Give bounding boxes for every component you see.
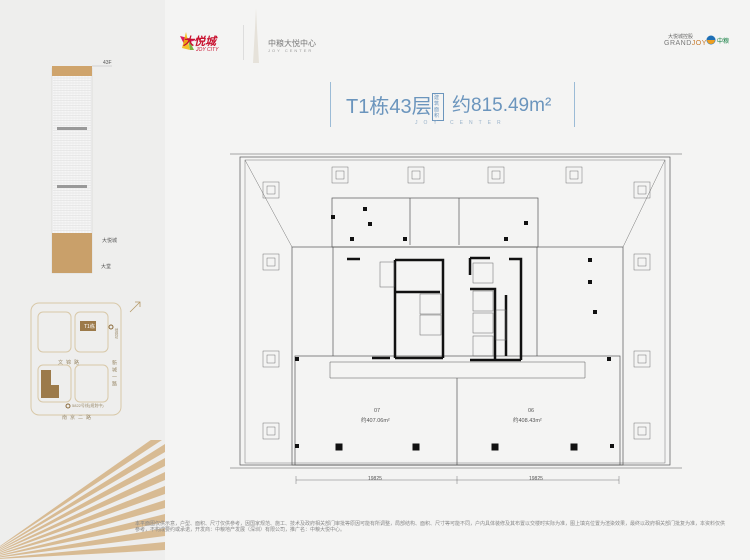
- fan-ray: [0, 486, 165, 553]
- column-enclosure: [633, 350, 651, 368]
- joy-city-logo-sub: JOY CITY: [196, 47, 219, 53]
- tower-current-floor-highlight: [52, 66, 92, 76]
- structural-column: [524, 221, 528, 225]
- site-metro-right: 地铁站: [115, 328, 119, 339]
- floor-total-area: 约815.49m²: [452, 95, 552, 116]
- joy-center-logo-sub: JOY CENTER: [268, 48, 314, 53]
- unit-06-id: 06: [528, 408, 535, 414]
- cofco-logo-icon: [706, 35, 716, 45]
- structural-column: [295, 444, 299, 448]
- title-subtitle: JOY CENTER: [415, 120, 507, 126]
- structural-column: [570, 443, 578, 451]
- decorative-fan: [0, 440, 165, 559]
- site-building-t1: [80, 321, 96, 331]
- structural-column: [593, 310, 597, 314]
- fan-ray: [0, 500, 165, 555]
- structural-column: [607, 357, 611, 361]
- tower-silhouette-icon: [253, 8, 259, 63]
- joy-center-logo-text: 中粮大悦中心: [268, 39, 316, 48]
- dimension-right: 19825: [529, 476, 543, 482]
- column-enclosure: [565, 166, 583, 184]
- column-enclosure: [633, 253, 651, 271]
- logo-divider: [243, 25, 244, 60]
- site-road-right: 新城一路: [111, 360, 117, 388]
- core-walls: [347, 256, 523, 362]
- structural-column: [491, 443, 499, 451]
- column-enclosure: [262, 422, 280, 440]
- structural-column: [588, 258, 592, 262]
- tower-label-mall: 大悦城: [102, 238, 118, 244]
- structural-column: [368, 222, 372, 226]
- tower-podium: [52, 233, 92, 273]
- site-plan: [30, 301, 141, 416]
- structural-column: [335, 443, 343, 451]
- joy-city-logo-text: 大悦城: [183, 36, 216, 48]
- column-enclosure: [407, 166, 425, 184]
- column-enclosure: [633, 181, 651, 199]
- structural-column: [350, 237, 354, 241]
- north-arrow-icon: [129, 301, 141, 313]
- tower-floor-mark: 43F: [103, 60, 112, 66]
- unit-07-area: 约407.06m²: [361, 418, 390, 424]
- structural-column: [331, 215, 335, 219]
- site-road-bottom: 南京二路: [62, 415, 95, 421]
- corridor: [329, 361, 586, 379]
- elevators: [379, 261, 507, 357]
- column-enclosure: [331, 166, 349, 184]
- structural-column: [504, 237, 508, 241]
- column-enclosure: [487, 166, 505, 184]
- units-area: [294, 355, 621, 466]
- dimension-line: [295, 476, 620, 484]
- site-metro-bottom: 5822号线(规划中): [72, 403, 104, 408]
- dimension-left: 19825: [368, 476, 382, 482]
- area-tag: 建筑面积: [432, 93, 444, 121]
- fan-ray: [0, 514, 165, 556]
- fan-ray: [0, 440, 162, 547]
- column-enclosure: [262, 253, 280, 271]
- unit-06-area: 约408.43m²: [513, 418, 542, 424]
- structural-column: [588, 280, 592, 284]
- grandjoy-logo-cn: 大悦城控股: [668, 34, 694, 40]
- tower-elevation: [51, 65, 112, 274]
- floor-title: T1栋43层: [346, 96, 432, 118]
- grandjoy-logo-en: GRANDJOY: [664, 40, 707, 47]
- cofco-logo-text: 中粮: [717, 39, 730, 45]
- structural-column: [403, 237, 407, 241]
- site-building-label: T1栋: [84, 324, 95, 330]
- disclaimer: 本平面图仅供示意，户型、面积、尺寸仅供参考，因国家规范、施工、技术及政府相关部门…: [135, 521, 726, 534]
- structural-column: [363, 207, 367, 211]
- structural-column: [610, 444, 614, 448]
- unit-07-id: 07: [374, 408, 381, 414]
- tower-label-lobby: 大堂: [101, 264, 112, 270]
- fan-ray: [0, 444, 165, 549]
- outer-facade: [239, 156, 671, 466]
- column-enclosure: [633, 422, 651, 440]
- fan-ray: [0, 542, 165, 559]
- joy-city-logo-icon: [180, 32, 196, 50]
- column-enclosure: [262, 350, 280, 368]
- title-frame: [330, 82, 575, 127]
- column-enclosure: [262, 181, 280, 199]
- structural-column: [412, 443, 420, 451]
- fan-ray: [0, 528, 165, 558]
- structural-column: [295, 357, 299, 361]
- fan-ray: [0, 472, 165, 552]
- floor-plan: [230, 153, 682, 484]
- site-road-top: 文锦路: [58, 360, 83, 366]
- fan-ray: [0, 458, 165, 550]
